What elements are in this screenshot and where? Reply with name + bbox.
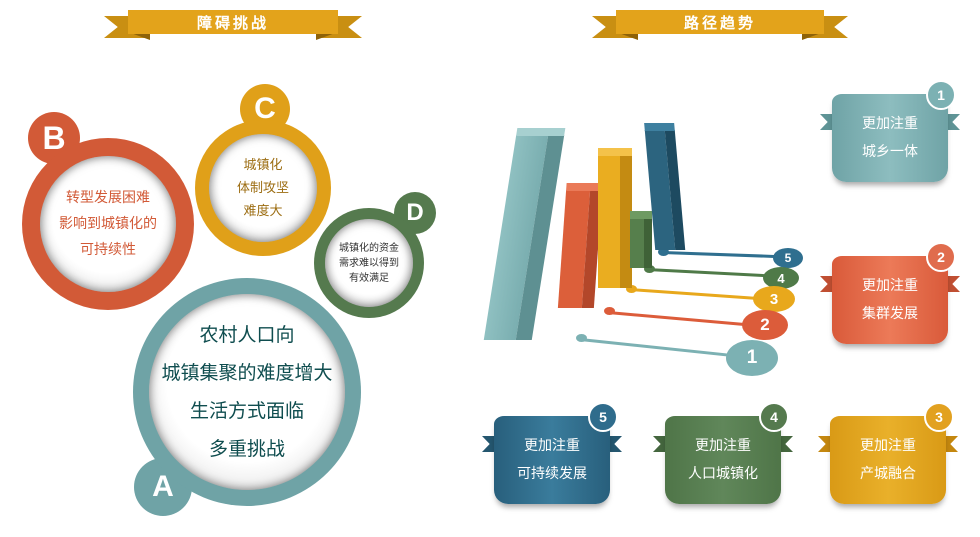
card-body: 更加注重 人口城镇化 (665, 416, 781, 504)
trend-card-4: 更加注重 人口城镇化 4 (653, 402, 793, 506)
card-line2: 人口城镇化 (688, 466, 758, 482)
card-line2: 集群发展 (862, 306, 918, 322)
badge-letter: B (42, 119, 66, 156)
text-line: 生活方式面临 (189, 400, 304, 422)
trend-card-5: 更加注重 可持续发展 5 (482, 402, 622, 506)
pin-dot-2 (604, 307, 615, 315)
card-line1: 更加注重 (524, 438, 580, 454)
text-line: 可持续性 (80, 242, 136, 258)
text-line: 城镇集聚的难度增大 (161, 362, 333, 384)
ribbon-fold-right (802, 32, 824, 40)
card-number-badge: 1 (926, 80, 956, 110)
challenge-d-text: 城镇化的资金 需求难以得到 有效满足 (325, 219, 413, 307)
ribbon-fold-right (316, 32, 338, 40)
pin-line-3 (629, 288, 760, 301)
challenge-b-text: 转型发展困难 影响到城镇化的 可持续性 (40, 156, 176, 292)
text-line: 多重挑战 (208, 438, 285, 460)
card-number-badge: 4 (759, 402, 789, 432)
card-number: 1 (937, 87, 945, 103)
text-line: 农村人口向 (199, 324, 295, 346)
text-line: 难度大 (243, 203, 283, 219)
card-number: 2 (937, 249, 945, 265)
ribbon-fold-left (128, 32, 150, 40)
card-number: 4 (770, 409, 778, 425)
card-number-badge: 5 (588, 402, 618, 432)
bar-3 (598, 148, 636, 288)
text-line: 转型发展困难 (66, 190, 150, 206)
text-line: 影响到城镇化的 (59, 216, 157, 232)
ring-b: 转型发展困难 影响到城镇化的 可持续性 (22, 138, 194, 310)
marker-num: 4 (777, 270, 785, 286)
section-title-challenges: 障碍挑战 (128, 10, 338, 34)
marker-num: 1 (746, 347, 758, 368)
pin-dot-4 (644, 265, 655, 273)
challenge-a-text: 农村人口向 城镇集聚的难度增大 生活方式面临 多重挑战 (149, 294, 345, 490)
ring-a: 农村人口向 城镇集聚的难度增大 生活方式面临 多重挑战 (133, 278, 361, 506)
text-line: 有效满足 (349, 272, 389, 284)
pin-line-5 (660, 251, 779, 259)
pin-dot-1 (576, 334, 587, 342)
marker-num: 5 (784, 251, 792, 265)
card-number-badge: 2 (926, 242, 956, 272)
bar-4 (630, 211, 654, 268)
challenge-c-text: 城镇化 体制攻坚 难度大 (209, 134, 317, 242)
ring-d: 城镇化的资金 需求难以得到 有效满足 (314, 208, 424, 318)
pin-line-4 (647, 268, 771, 278)
card-line2: 可持续发展 (517, 466, 587, 482)
card-line1: 更加注重 (862, 116, 918, 132)
title-ribbon-trends: 路径趋势 (592, 2, 848, 46)
marker-1: 1 (726, 340, 778, 376)
pin-line-1 (579, 338, 740, 358)
card-line1: 更加注重 (862, 278, 918, 294)
badge-letter: C (254, 92, 276, 125)
pin-line-2 (607, 311, 748, 327)
ribbon-fold-left (616, 32, 638, 40)
text-line: 需求难以得到 (339, 257, 399, 269)
section-title-trends: 路径趋势 (616, 10, 824, 34)
marker-num: 3 (769, 290, 779, 308)
pin-dot-3 (626, 285, 637, 293)
trend-card-2: 更加注重 集群发展 2 (820, 242, 960, 346)
card-line1: 更加注重 (860, 438, 916, 454)
marker-2: 2 (742, 310, 788, 340)
card-number-badge: 3 (924, 402, 954, 432)
text-line: 城镇化的资金 (339, 242, 399, 254)
badge-letter: D (406, 199, 424, 226)
card-body: 更加注重 集群发展 (832, 256, 948, 344)
card-body: 更加注重 城乡一体 (832, 94, 948, 182)
card-body: 更加注重 产城融合 (830, 416, 946, 504)
marker-3: 3 (753, 286, 795, 312)
trend-card-1: 更加注重 城乡一体 1 (820, 80, 960, 184)
card-number: 5 (599, 409, 607, 425)
card-body: 更加注重 可持续发展 (494, 416, 610, 504)
marker-num: 2 (760, 315, 770, 334)
title-ribbon-challenges: 障碍挑战 (104, 2, 362, 46)
marker-5: 5 (773, 248, 803, 268)
trend-card-3: 更加注重 产城融合 3 (818, 402, 958, 506)
card-number: 3 (935, 409, 943, 425)
pin-dot-5 (658, 248, 669, 256)
bar-1 (483, 128, 572, 340)
card-line2: 城乡一体 (862, 144, 918, 160)
badge-letter: A (152, 470, 174, 503)
card-line2: 产城融合 (860, 466, 916, 482)
text-line: 体制攻坚 (236, 180, 289, 196)
card-line1: 更加注重 (695, 438, 751, 454)
text-line: 城镇化 (243, 157, 283, 173)
ring-c: 城镇化 体制攻坚 难度大 (195, 120, 331, 256)
marker-4: 4 (763, 267, 799, 289)
